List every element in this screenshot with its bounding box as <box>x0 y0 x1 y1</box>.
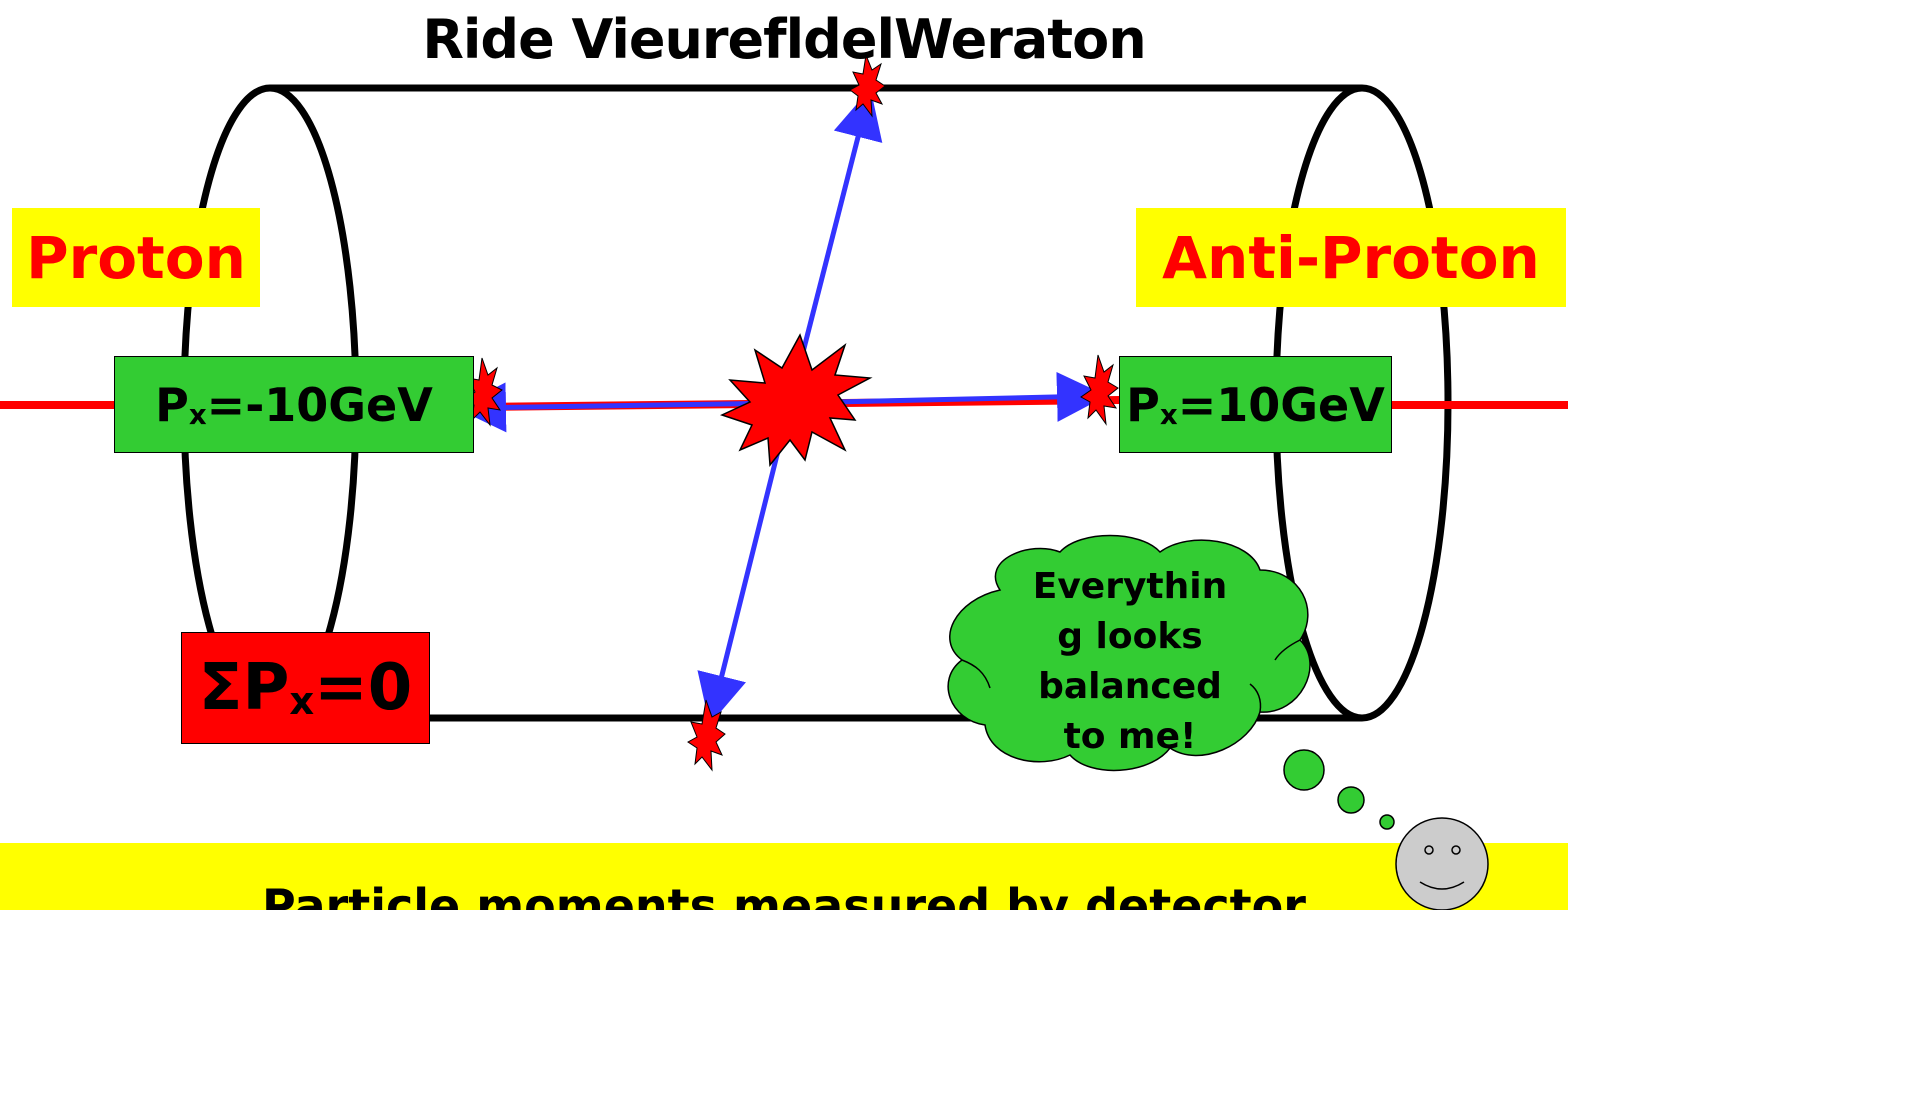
momentum-sum-sub: x <box>289 678 315 724</box>
footer-caption: Particle moments measured by detector <box>262 879 1306 910</box>
momentum-left-prefix: P <box>155 377 189 432</box>
momentum-left-sub: x <box>188 397 207 431</box>
page-title: Ride VieurefldelWeraton <box>0 8 1568 78</box>
explosion-icon <box>719 333 873 467</box>
thought-bubble-text: Everythin g looks balanced to me! <box>1032 566 1228 757</box>
momentum-sum-prefix: ΣP <box>198 651 290 725</box>
momentum-sum-value: =0 <box>314 651 413 725</box>
detector-diagram <box>0 53 1568 830</box>
track-left <box>456 382 791 433</box>
hit-splash-bottom-icon <box>687 699 726 772</box>
proton-label: Proton <box>12 208 260 307</box>
momentum-right-sub: x <box>1159 397 1178 431</box>
momentum-right-value: =10GeV <box>1177 377 1385 432</box>
smiley-face-icon <box>1395 817 1489 910</box>
title-overlap: Ride VieurefldelWeraton <box>422 8 1146 71</box>
hit-splash-top-icon <box>849 53 886 118</box>
diagram-stage: Ride VieurefldelWeraton Proton Anti-Prot… <box>0 8 1568 910</box>
hit-splash-right-icon <box>1080 354 1119 426</box>
footer-banner: Particle moments measured by detector <box>0 843 1568 910</box>
momentum-left-value: =-10GeV <box>206 377 433 432</box>
momentum-right-prefix: P <box>1126 377 1160 432</box>
antiproton-label: Anti-Proton <box>1136 208 1566 307</box>
thought-cloud-icon <box>947 534 1395 830</box>
